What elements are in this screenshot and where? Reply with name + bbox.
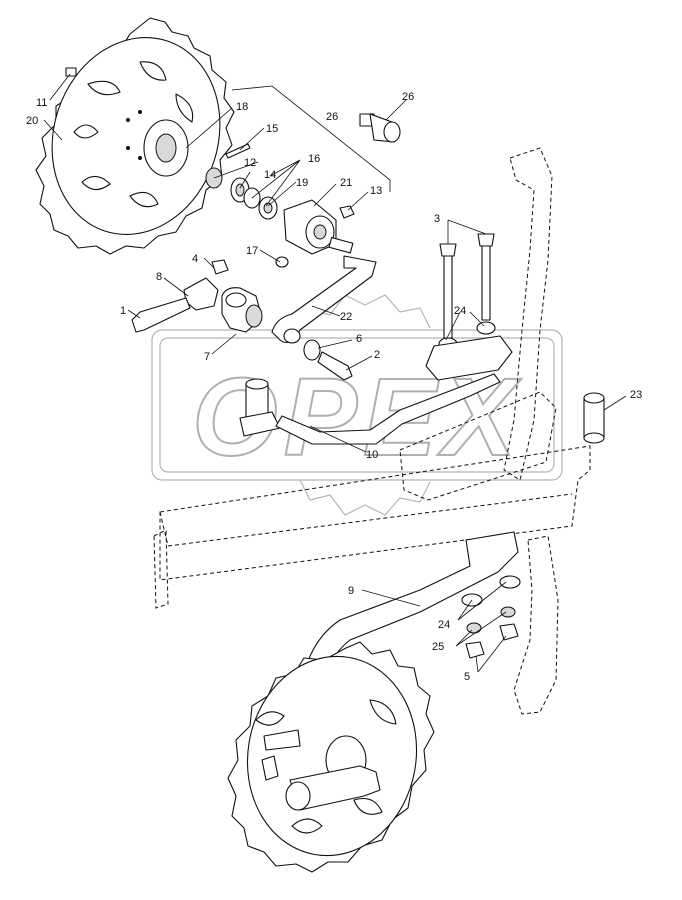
callout-19: 19 [296, 177, 308, 189]
callout-27: 26 [402, 91, 414, 103]
lower-clamp [263, 729, 301, 751]
bolt-1 [131, 297, 191, 333]
upper-disc-bore [155, 133, 177, 163]
callout-15: 15 [266, 123, 278, 135]
callout-9: 9 [348, 585, 354, 597]
axle-stub [328, 237, 354, 254]
lockwasher-25 [500, 606, 516, 618]
callout-11: 11 [36, 97, 47, 109]
mounting-pipe-10 [239, 373, 501, 445]
callout-10: 10 [366, 449, 378, 461]
callout-8: 8 [156, 271, 162, 283]
washer-24-upper [476, 321, 496, 335]
callout-13: 13 [370, 185, 382, 197]
upper-disc-slot [87, 80, 121, 96]
bolt-2 [317, 351, 353, 381]
callout-26: 26 [326, 111, 338, 123]
leader-lines [43, 73, 627, 673]
callout-14: 14 [264, 169, 276, 181]
callout-5: 5 [464, 671, 470, 683]
beam-end-cap [153, 529, 169, 609]
spacer-tube-23 [583, 392, 605, 444]
arm-10 [275, 373, 501, 445]
upper-disc-slot [129, 191, 159, 208]
lower-disc [227, 641, 435, 873]
lower-disc-slot [369, 699, 397, 725]
callout-6: 6 [356, 333, 362, 345]
callout-25: 25 [432, 641, 444, 653]
washer-6 [303, 339, 321, 361]
callout-21: 21 [340, 177, 352, 189]
washer-24-lower [499, 575, 521, 589]
callout-16: 16 [308, 153, 320, 165]
upper-disc-slot [175, 93, 194, 123]
hub-housing-21 [283, 199, 354, 255]
callout-23: 23 [630, 389, 642, 401]
lower-disc-slot [255, 711, 285, 726]
bolts-3 [438, 233, 496, 351]
callout-7: 7 [204, 351, 210, 363]
watermark-frame-inner [159, 337, 555, 473]
callout-22: 22 [340, 311, 352, 323]
vertical-frame [503, 147, 553, 481]
watermark-frame [151, 329, 563, 481]
lower-frame-upright [513, 535, 559, 715]
nut-5 [499, 623, 519, 641]
callout-labels: 11 20 18 15 26 26 12 16 14 19 21 13 3 17… [26, 91, 642, 683]
callout-20: 20 [26, 115, 38, 127]
gear-bracket-7 [221, 287, 263, 333]
lower-disc-slot [291, 818, 323, 834]
group-bracket-26 [231, 85, 391, 192]
callout-12: 12 [244, 157, 256, 169]
grease-nipple-17 [275, 256, 289, 268]
callout-2: 2 [374, 349, 380, 361]
bearing-stack [205, 167, 278, 220]
screw-11 [65, 67, 77, 77]
callout-3: 3 [434, 213, 440, 225]
main-beam [159, 445, 591, 581]
callout-4: 4 [192, 253, 198, 265]
screw-11-head [65, 67, 77, 77]
mounting-plate [399, 391, 557, 501]
fitting-27 [359, 113, 401, 143]
callout-24-upper: 24 [454, 305, 466, 317]
upper-disc [35, 17, 235, 255]
nut-4 [211, 259, 229, 275]
upper-disc-slot [139, 61, 167, 81]
callout-17: 17 [246, 245, 258, 257]
pin-15 [225, 143, 251, 159]
lower-disc-slot [353, 797, 383, 815]
nut-13 [339, 205, 355, 219]
clamp-plate [425, 335, 513, 381]
callout-24-lower: 24 [438, 619, 450, 631]
callout-18: 18 [236, 101, 248, 113]
upper-disc-slot [81, 175, 111, 191]
upper-disc-slot [73, 124, 99, 139]
callout-1: 1 [120, 305, 126, 317]
